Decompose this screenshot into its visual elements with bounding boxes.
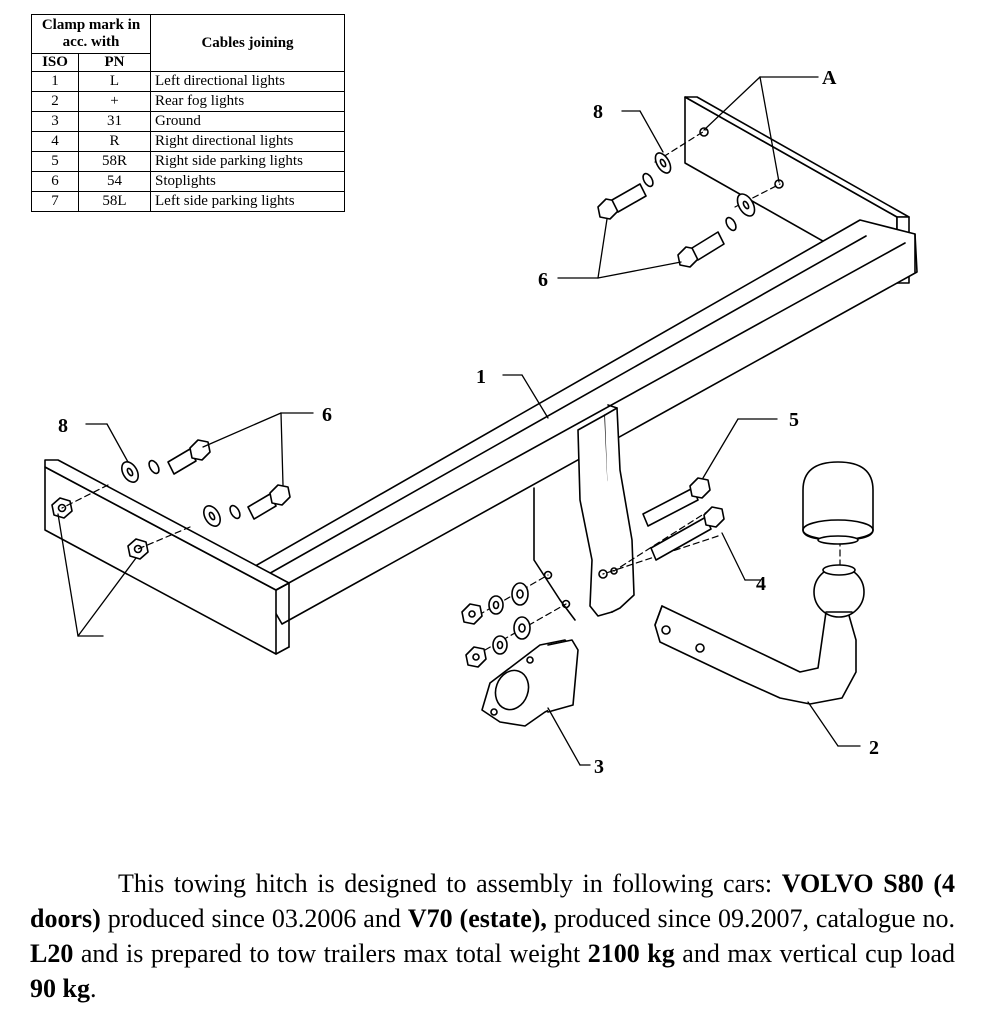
cable-cell: Right directional lights <box>150 131 345 152</box>
towbar-exploded-diagram: A 8 6 1 5 4 2 3 6 8 <box>44 67 918 778</box>
nut-washer-set <box>461 582 531 668</box>
tow-ball-cap <box>802 461 874 545</box>
table-subheader-row: ISO PN <box>31 53 345 72</box>
table-row: 6 54 Stoplights <box>31 171 345 192</box>
description-paragraph: This towing hitch is designed to assembl… <box>30 866 955 1006</box>
callout-8-top: 8 <box>593 101 603 123</box>
table-row: 4 R Right directional lights <box>31 131 345 152</box>
cable-cell: Rear fog lights <box>150 91 345 112</box>
clamp-mark-header: Clamp mark in acc. with <box>31 14 151 54</box>
callout-a: A <box>822 67 837 89</box>
leader-lines <box>57 76 861 766</box>
description-tow: and is prepared to tow trailers max tota… <box>73 939 588 968</box>
description-since-1: produced since 03.2006 and <box>100 904 408 933</box>
cable-cell: Stoplights <box>150 171 345 192</box>
callout-1: 1 <box>476 366 486 388</box>
wiring-table: Clamp mark in acc. with Cables joining I… <box>31 14 345 212</box>
description-since-2: produced since 09.2007, catalogue no. <box>546 904 955 933</box>
tow-ball-arm <box>654 564 865 705</box>
table-row: 2 + Rear fog lights <box>31 91 345 112</box>
iso-header: ISO <box>31 53 79 72</box>
table-row: 5 58R Right side parking lights <box>31 151 345 172</box>
table-row: 7 58L Left side parking lights <box>31 191 345 212</box>
left-bolt-set <box>121 439 291 527</box>
car-model-s80: VOLVO S80 (4 doors) <box>30 869 955 933</box>
description-intro: This towing hitch is designed to assembl… <box>118 869 773 898</box>
description-load: and max vertical cup load <box>674 939 956 968</box>
crossbar-beam <box>249 219 918 625</box>
left-mounting-plate <box>44 459 290 655</box>
callout-8-left: 8 <box>58 415 68 437</box>
callout-6-top: 6 <box>538 269 548 291</box>
catalogue-number: L20 <box>30 939 74 968</box>
center-bracket <box>533 404 635 621</box>
top-bolt-set <box>597 152 756 268</box>
max-vertical-load: 90 kg <box>30 974 90 1003</box>
callout-3: 3 <box>594 756 604 778</box>
cable-cell: Left side parking lights <box>150 191 345 212</box>
callout-6-left: 6 <box>322 404 332 426</box>
max-total-weight: 2100 kg <box>587 939 675 968</box>
electrical-socket-plate <box>481 639 579 727</box>
table-header-row: Clamp mark in acc. with Cables joining <box>31 14 345 72</box>
description-end: . <box>89 974 97 1003</box>
car-model-v70: V70 (estate), <box>407 904 547 933</box>
callout-5: 5 <box>789 409 799 431</box>
cables-joining-header: Cables joining <box>150 14 345 72</box>
callout-4: 4 <box>756 573 766 595</box>
ball-bolt-set <box>642 477 725 561</box>
table-row: 3 31 Ground <box>31 111 345 132</box>
pn-cell: 58L <box>78 191 151 212</box>
callout-2: 2 <box>869 737 879 759</box>
cable-cell: Right side parking lights <box>150 151 345 172</box>
